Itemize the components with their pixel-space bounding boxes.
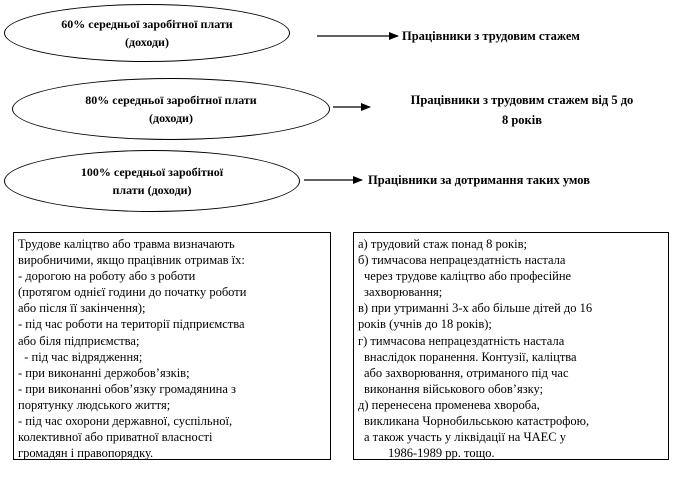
result-60-line1: Працівники з трудовим стажем xyxy=(402,29,580,43)
right-line-10: виконання військового обов’язку; xyxy=(364,381,544,396)
left-line-14: громадян і правопорядку. xyxy=(18,446,154,460)
left-line-4: (протягом однієї години до початку робот… xyxy=(18,285,247,300)
right-line-5: в) при утриманні 3-х або більше дітей до… xyxy=(358,301,593,316)
left-line-10: - при виконанні обов’язку громадянина з xyxy=(18,381,236,396)
right-line-1: а) трудовий стаж понад 8 років; xyxy=(358,237,527,251)
left-line-9: - при виконанні держобов’язків; xyxy=(18,365,190,380)
left-conditions-box: Трудове каліцтво або травма визначають в… xyxy=(13,232,331,460)
ellipse-60-percent: 60% середньої заробітної плати (доходи) xyxy=(4,4,290,62)
result-100: Працівники за дотримання таких умов xyxy=(368,170,648,190)
right-conditions-box: а) трудовий стаж понад 8 років; б) тимча… xyxy=(353,232,669,460)
right-line-7: г) тимчасова непрацездатність настала xyxy=(358,333,565,348)
right-line-12: викликана Чорнобильською катастрофою, xyxy=(364,414,590,429)
ellipse-80-percent: 80% середньої заробітної плати (доходи) xyxy=(12,78,330,140)
ellipse-80-line2: (доходи) xyxy=(149,111,193,125)
right-line-11: д) перенесена променева хвороба, xyxy=(358,397,540,412)
right-line-9: або захворювання, отриманого під час xyxy=(364,365,569,380)
left-line-3: - дорогою на роботу або з роботи xyxy=(18,269,196,284)
result-80-line1: Працівники з трудовим стажем від 5 до xyxy=(410,93,634,107)
result-100-line1: Працівники за дотримання таких умов xyxy=(368,173,590,187)
ellipse-100-line2: плати (доходи) xyxy=(112,183,192,197)
left-line-5: або після її закінчення); xyxy=(18,301,146,316)
right-line-4: захворювання; xyxy=(364,285,443,300)
left-line-6: - під час роботи на території підприємст… xyxy=(18,317,245,332)
result-80-line2: 8 років xyxy=(501,113,542,127)
ellipse-60-line2: (доходи) xyxy=(125,35,169,49)
left-line-12: - під час охорони державної, суспільної, xyxy=(18,414,233,429)
right-line-6: років (учнів до 18 років); xyxy=(358,317,492,332)
result-80: Працівники з трудовим стажем від 5 до 8 … xyxy=(372,90,672,130)
right-line-13: а також участь у ліквідації на ЧАЕС у xyxy=(364,430,566,445)
ellipse-60-line1: 60% середньої заробітної плати xyxy=(61,17,233,31)
right-line-8: внаслідок поранення. Контузії, каліцтва xyxy=(364,349,577,364)
left-line-13: колективної або приватної власності xyxy=(18,430,213,445)
left-line-8: - під час відрядження; xyxy=(18,349,143,364)
right-line-3: через трудове каліцтво або професійне xyxy=(364,269,572,284)
left-line-1: Трудове каліцтво або травма визначають xyxy=(18,237,235,251)
result-60: Працівники з трудовим стажем xyxy=(402,26,622,46)
left-line-7: або біля підприємства; xyxy=(18,333,140,348)
left-line-11: порятунку людського життя; xyxy=(18,397,171,412)
left-line-2: виробничими, якщо працівник отримав їх: xyxy=(18,253,245,268)
ellipse-100-percent: 100% середньої заробітної плати (доходи) xyxy=(4,150,300,212)
right-line-14: 1986-1989 рр. тощо. xyxy=(388,446,495,460)
ellipse-100-line1: 100% середньої заробітної xyxy=(80,165,224,179)
right-line-2: б) тимчасова непрацездатність настала xyxy=(358,253,566,268)
ellipse-80-line1: 80% середньої заробітної плати xyxy=(85,93,257,107)
